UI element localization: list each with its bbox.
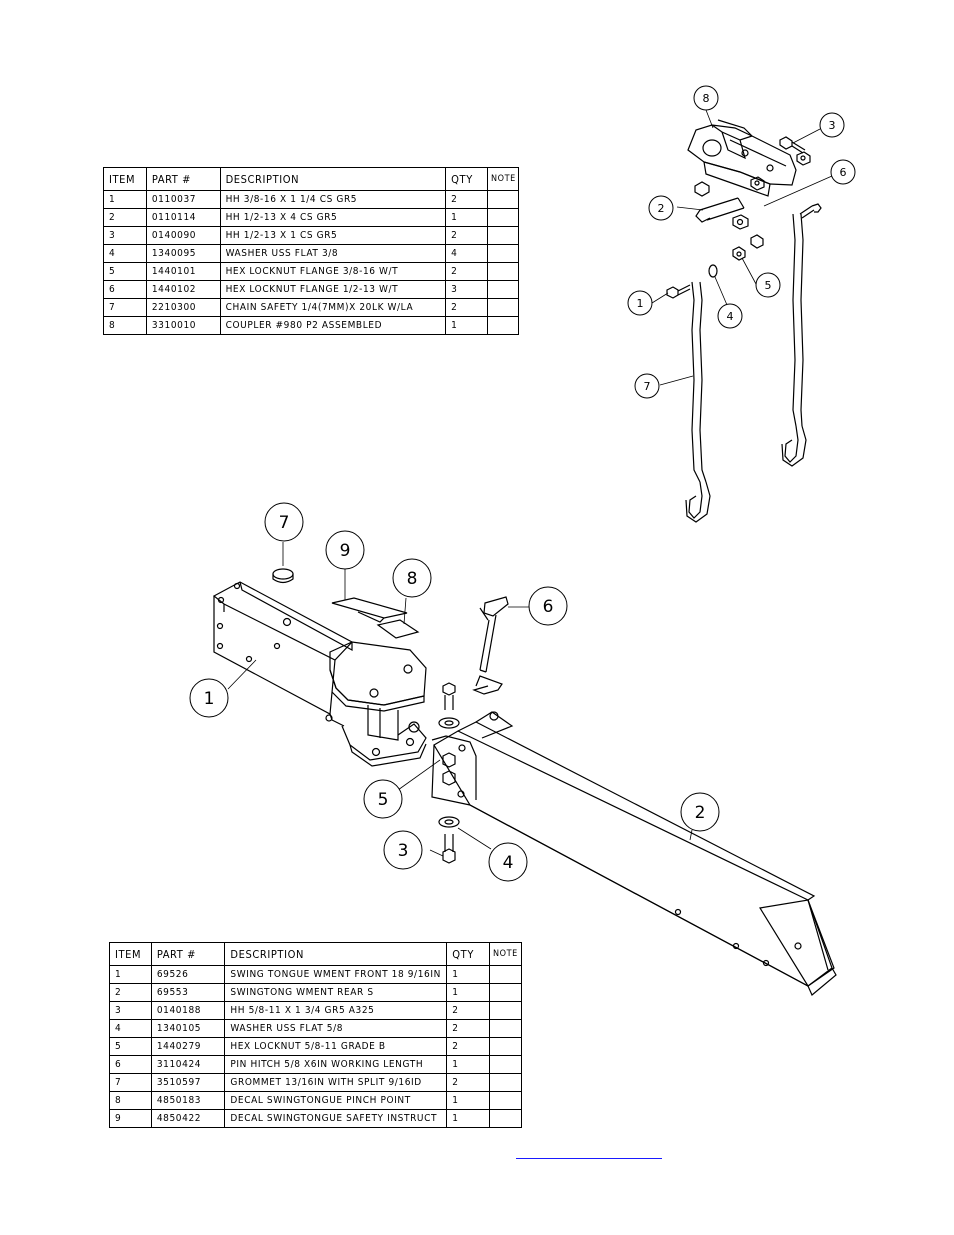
tongue-callout-balloon (488, 842, 528, 882)
cell-item: 9 (109, 1109, 152, 1128)
coupler-callout-label: 8 (703, 92, 710, 105)
tongue-callout-balloon (392, 558, 432, 598)
tongue-callout-label: 4 (503, 853, 514, 873)
tongue-callout-balloon (680, 792, 720, 832)
tongue-callout-label: 7 (279, 513, 290, 533)
header-part-number: PART # (145, 167, 221, 191)
tongue-callout-label: 8 (407, 569, 418, 589)
coupler-callout-label: 1 (637, 297, 644, 310)
cell-description: DECAL SWINGTONGUE SAFETY INSTRUCT (224, 1109, 448, 1128)
tongue-callout-balloon (528, 586, 568, 626)
tongue-callout-balloon (264, 502, 304, 542)
tongue-callout-label: 6 (543, 597, 554, 617)
coupler-callout-label: 5 (765, 279, 772, 292)
coupler-callout-balloon (648, 195, 674, 221)
header-qty: QTY (445, 167, 488, 191)
tongue-callout-balloon (325, 530, 365, 570)
safety-chain-left (685, 281, 711, 523)
hyperlink-underline[interactable] (516, 1158, 662, 1159)
coupler-callout-label: 6 (840, 166, 847, 179)
cell-note (487, 316, 519, 335)
coupler-callout-balloon (627, 290, 653, 316)
coupler-callout-balloon (717, 303, 743, 329)
tongue-callout-balloon (383, 830, 423, 870)
coupler-callout-balloon (819, 112, 845, 138)
header-description: DESCRIPTION (224, 942, 448, 966)
tongue-callout-balloon (363, 779, 403, 819)
tongue-callout-label: 2 (695, 803, 706, 823)
tongue-callout-label: 3 (398, 841, 409, 861)
cell-item: 6 (109, 1055, 152, 1074)
coupler-callout-balloon (693, 85, 719, 111)
coupler-callout-balloon (830, 159, 856, 185)
tongue-callout-label: 9 (340, 541, 351, 561)
table-header-row: ITEM PART # DESCRIPTION QTY NOTE (109, 942, 522, 966)
swing-tongue-drawing (212, 542, 837, 996)
safety-chain-right (781, 213, 807, 467)
coupler-callout-label: 3 (829, 119, 836, 132)
tongue-callout-label: 5 (378, 790, 389, 810)
coupler-callout-balloon (634, 373, 660, 399)
cell-note (489, 1109, 522, 1128)
header-item: ITEM (109, 942, 152, 966)
coupler-callout-balloon (755, 272, 781, 298)
header-part-number: PART # (150, 942, 226, 966)
tongue-callout-balloon (189, 678, 229, 718)
coupler-drawing (651, 109, 833, 523)
cell-item: 8 (103, 316, 147, 335)
coupler-callout-label: 2 (658, 202, 665, 215)
coupler-callout-label: 4 (727, 310, 734, 323)
coupler-callout-label: 7 (644, 380, 651, 393)
cell-description: COUPLER #980 P2 ASSEMBLED (219, 316, 447, 335)
cell-item: 6 (103, 280, 147, 299)
header-item: ITEM (103, 167, 147, 191)
tongue-callout-label: 1 (204, 689, 215, 709)
